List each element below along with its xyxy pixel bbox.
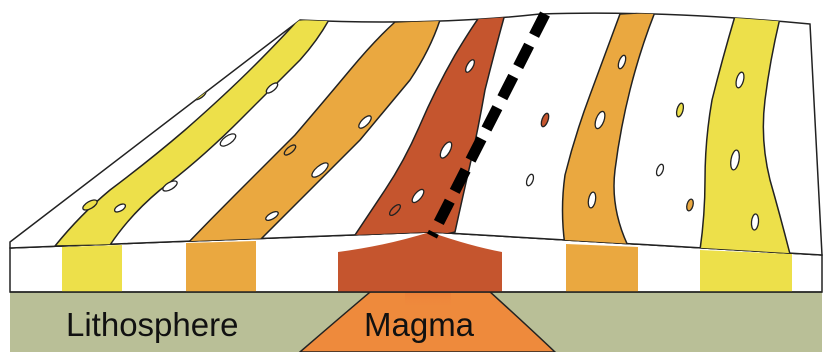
magma-label: Magma bbox=[364, 306, 474, 344]
front-band-yellow-left bbox=[62, 245, 122, 292]
lithosphere-label: Lithosphere bbox=[66, 306, 238, 344]
front-band-orange-left bbox=[186, 241, 256, 292]
front-band-orange-right bbox=[566, 244, 638, 292]
front-band-yellow-right bbox=[700, 250, 792, 292]
